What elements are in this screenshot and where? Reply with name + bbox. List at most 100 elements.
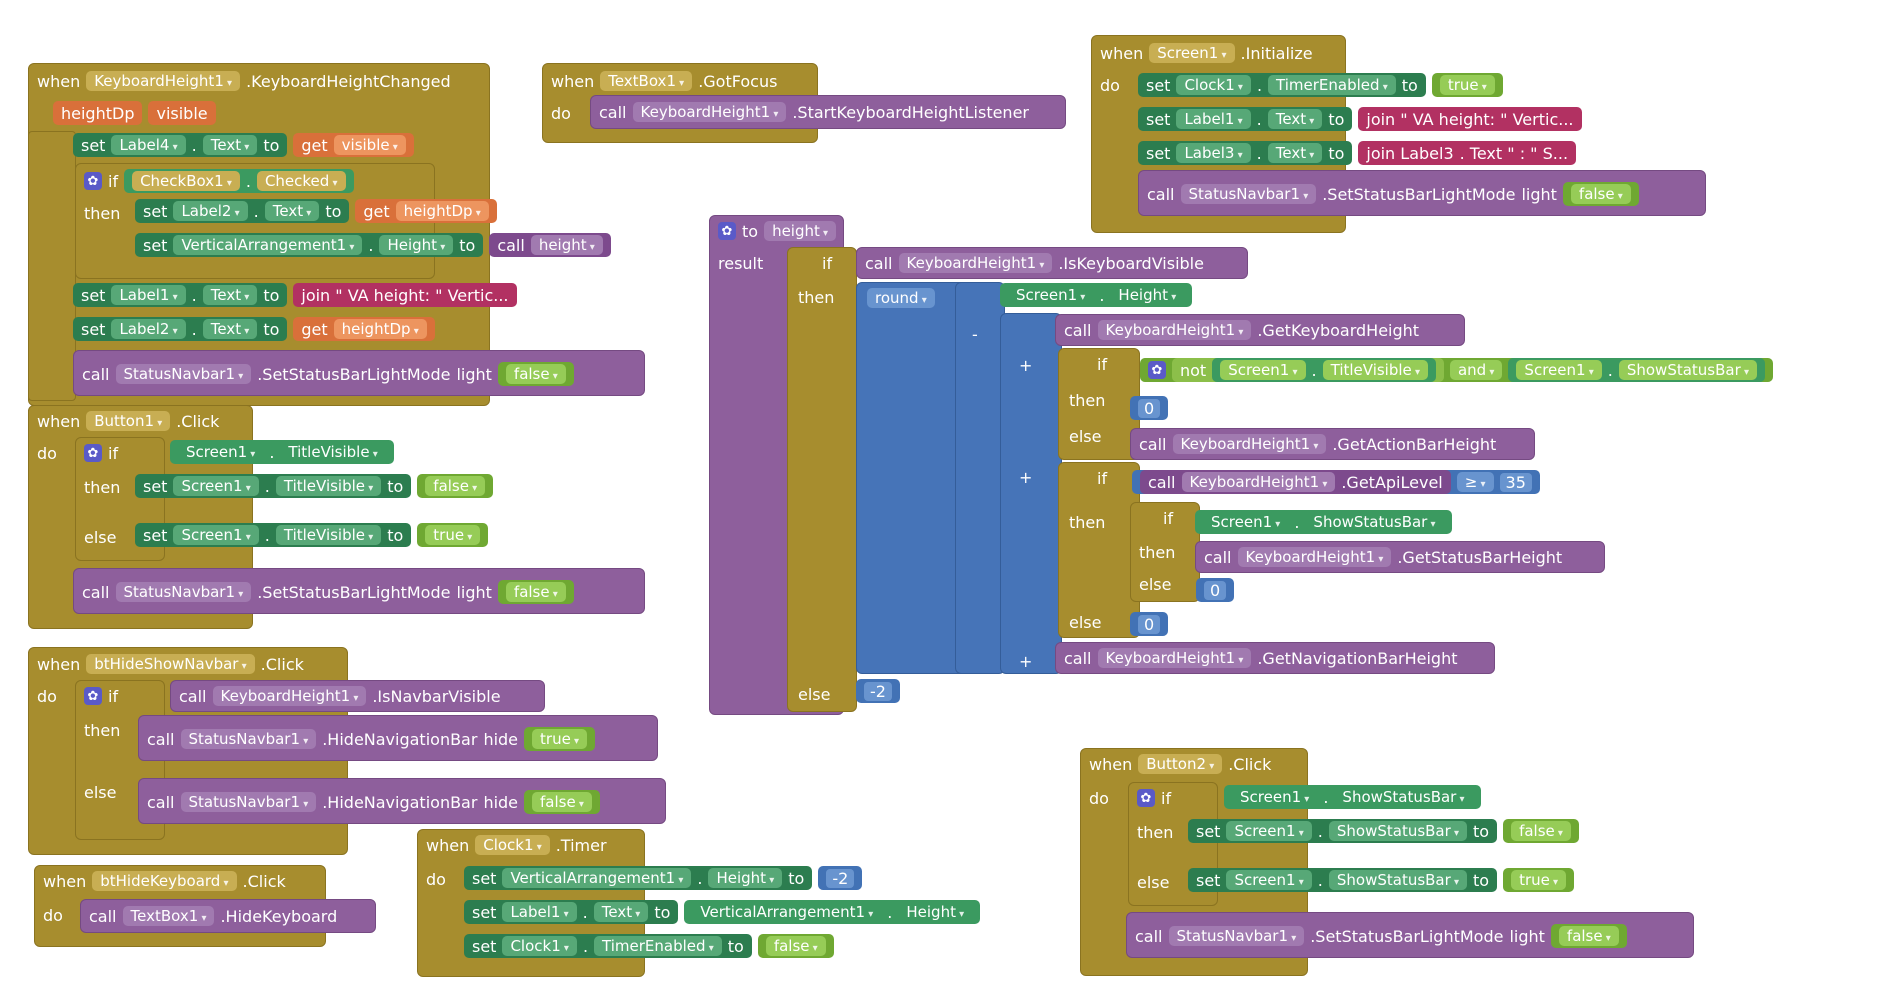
- boolean-block[interactable]: false: [1562, 182, 1639, 206]
- component-dropdown[interactable]: VerticalArrangement1: [692, 902, 881, 922]
- boolean-block[interactable]: false: [757, 934, 834, 958]
- number-block[interactable]: 0: [1196, 578, 1235, 602]
- number-value[interactable]: -2: [864, 681, 892, 701]
- component-dropdown[interactable]: StatusNavbar1: [1168, 926, 1305, 946]
- component-dropdown[interactable]: Screen1: [1226, 821, 1312, 841]
- round-dropdown[interactable]: round: [867, 288, 935, 308]
- procedure-name[interactable]: height: [764, 221, 837, 241]
- boolean-block[interactable]: true: [1431, 73, 1503, 97]
- component-dropdown[interactable]: Screen1: [1226, 870, 1312, 890]
- getter-block[interactable]: Screen1.ShowStatusBar: [1224, 785, 1481, 809]
- property-dropdown[interactable]: Text: [264, 201, 320, 221]
- property-dropdown[interactable]: TitleVisible: [275, 525, 382, 545]
- getter-block[interactable]: Screen1.TitleVisible: [170, 440, 394, 464]
- procedure-dropdown[interactable]: height: [530, 235, 603, 255]
- component-dropdown[interactable]: Button1: [86, 411, 171, 431]
- boolean-dropdown[interactable]: false: [1558, 926, 1619, 946]
- not-block[interactable]: not Screen1.TitleVisible: [1172, 358, 1444, 382]
- component-dropdown[interactable]: KeyboardHeight1: [86, 71, 241, 91]
- if-else-block[interactable]: ✿if then else: [1128, 782, 1218, 906]
- boolean-dropdown[interactable]: true: [425, 525, 481, 545]
- join-block[interactable]: join Label3. Text " : " S...: [1358, 141, 1577, 165]
- call-method-block[interactable]: callKeyboardHeight1.StartKeyboardHeightL…: [590, 95, 1066, 129]
- mutator-gear-icon[interactable]: ✿: [84, 444, 102, 462]
- component-dropdown[interactable]: Screen1: [178, 442, 263, 462]
- property-dropdown[interactable]: Text: [202, 135, 258, 155]
- add-block[interactable]: + + +: [1000, 313, 1062, 674]
- component-dropdown[interactable]: Label2: [173, 201, 248, 221]
- getter-block[interactable]: Screen1.ShowStatusBar: [1508, 358, 1765, 382]
- component-dropdown[interactable]: Label1: [111, 285, 186, 305]
- component-dropdown[interactable]: KeyboardHeight1: [898, 253, 1053, 273]
- component-dropdown[interactable]: TextBox1: [600, 71, 693, 91]
- component-dropdown[interactable]: KeyboardHeight1: [1172, 434, 1327, 454]
- call-method-block[interactable]: callStatusNavbar1.SetStatusBarLightModel…: [73, 350, 645, 396]
- component-dropdown[interactable]: StatusNavbar1: [180, 792, 317, 812]
- number-value[interactable]: 0: [1138, 614, 1161, 634]
- if-expression-block[interactable]: if then else: [1130, 502, 1200, 602]
- boolean-dropdown[interactable]: false: [1570, 184, 1631, 204]
- component-dropdown[interactable]: Clock1: [1176, 75, 1251, 95]
- number-block[interactable]: 0: [1130, 612, 1169, 636]
- property-dropdown[interactable]: TimerEnabled: [594, 936, 722, 956]
- boolean-dropdown[interactable]: true: [1439, 75, 1495, 95]
- property-dropdown[interactable]: TitleVisible: [275, 476, 382, 496]
- component-dropdown[interactable]: VerticalArrangement1: [502, 868, 692, 888]
- component-dropdown[interactable]: Label3: [1176, 143, 1251, 163]
- property-dropdown[interactable]: TitleVisible: [1322, 360, 1428, 380]
- boolean-block[interactable]: false: [1503, 819, 1579, 843]
- component-dropdown[interactable]: Screen1: [173, 476, 259, 496]
- component-dropdown[interactable]: Screen1: [1203, 512, 1288, 532]
- boolean-dropdown[interactable]: false: [505, 364, 566, 384]
- component-dropdown[interactable]: Screen1: [1008, 285, 1093, 305]
- variable-dropdown[interactable]: heightDp: [395, 201, 489, 221]
- getter-block[interactable]: Screen1.TitleVisible: [1212, 358, 1436, 382]
- property-dropdown[interactable]: ShowStatusBar: [1618, 360, 1757, 380]
- number-value[interactable]: 35: [1499, 472, 1532, 492]
- number-value[interactable]: 0: [1138, 398, 1161, 418]
- component-dropdown[interactable]: btHideShowNavbar: [86, 654, 255, 674]
- getter-block[interactable]: CheckBox1.Checked: [124, 169, 354, 193]
- number-block[interactable]: -2: [856, 679, 900, 703]
- call-method-block[interactable]: callKeyboardHeight1.GetNavigationBarHeig…: [1055, 642, 1495, 674]
- boolean-dropdown[interactable]: false: [532, 792, 592, 812]
- and-dropdown[interactable]: and: [1449, 360, 1503, 380]
- component-dropdown[interactable]: Screen1: [1220, 360, 1306, 380]
- component-dropdown[interactable]: VerticalArrangement1: [173, 235, 363, 255]
- boolean-block[interactable]: false: [524, 790, 600, 814]
- component-dropdown[interactable]: StatusNavbar1: [115, 364, 252, 384]
- mutator-gear-icon[interactable]: ✿: [84, 172, 102, 190]
- getter-block[interactable]: Screen1.ShowStatusBar: [1195, 510, 1452, 534]
- component-dropdown[interactable]: StatusNavbar1: [1180, 184, 1317, 204]
- property-dropdown[interactable]: Text: [1267, 143, 1323, 163]
- boolean-dropdown[interactable]: false: [425, 476, 486, 496]
- property-dropdown[interactable]: Text: [202, 319, 258, 339]
- component-dropdown[interactable]: Label1: [1176, 109, 1251, 129]
- property-dropdown[interactable]: Text: [1267, 109, 1323, 129]
- property-dropdown[interactable]: Height: [898, 902, 972, 922]
- getter-block[interactable]: VerticalArrangement1.Height: [684, 900, 981, 924]
